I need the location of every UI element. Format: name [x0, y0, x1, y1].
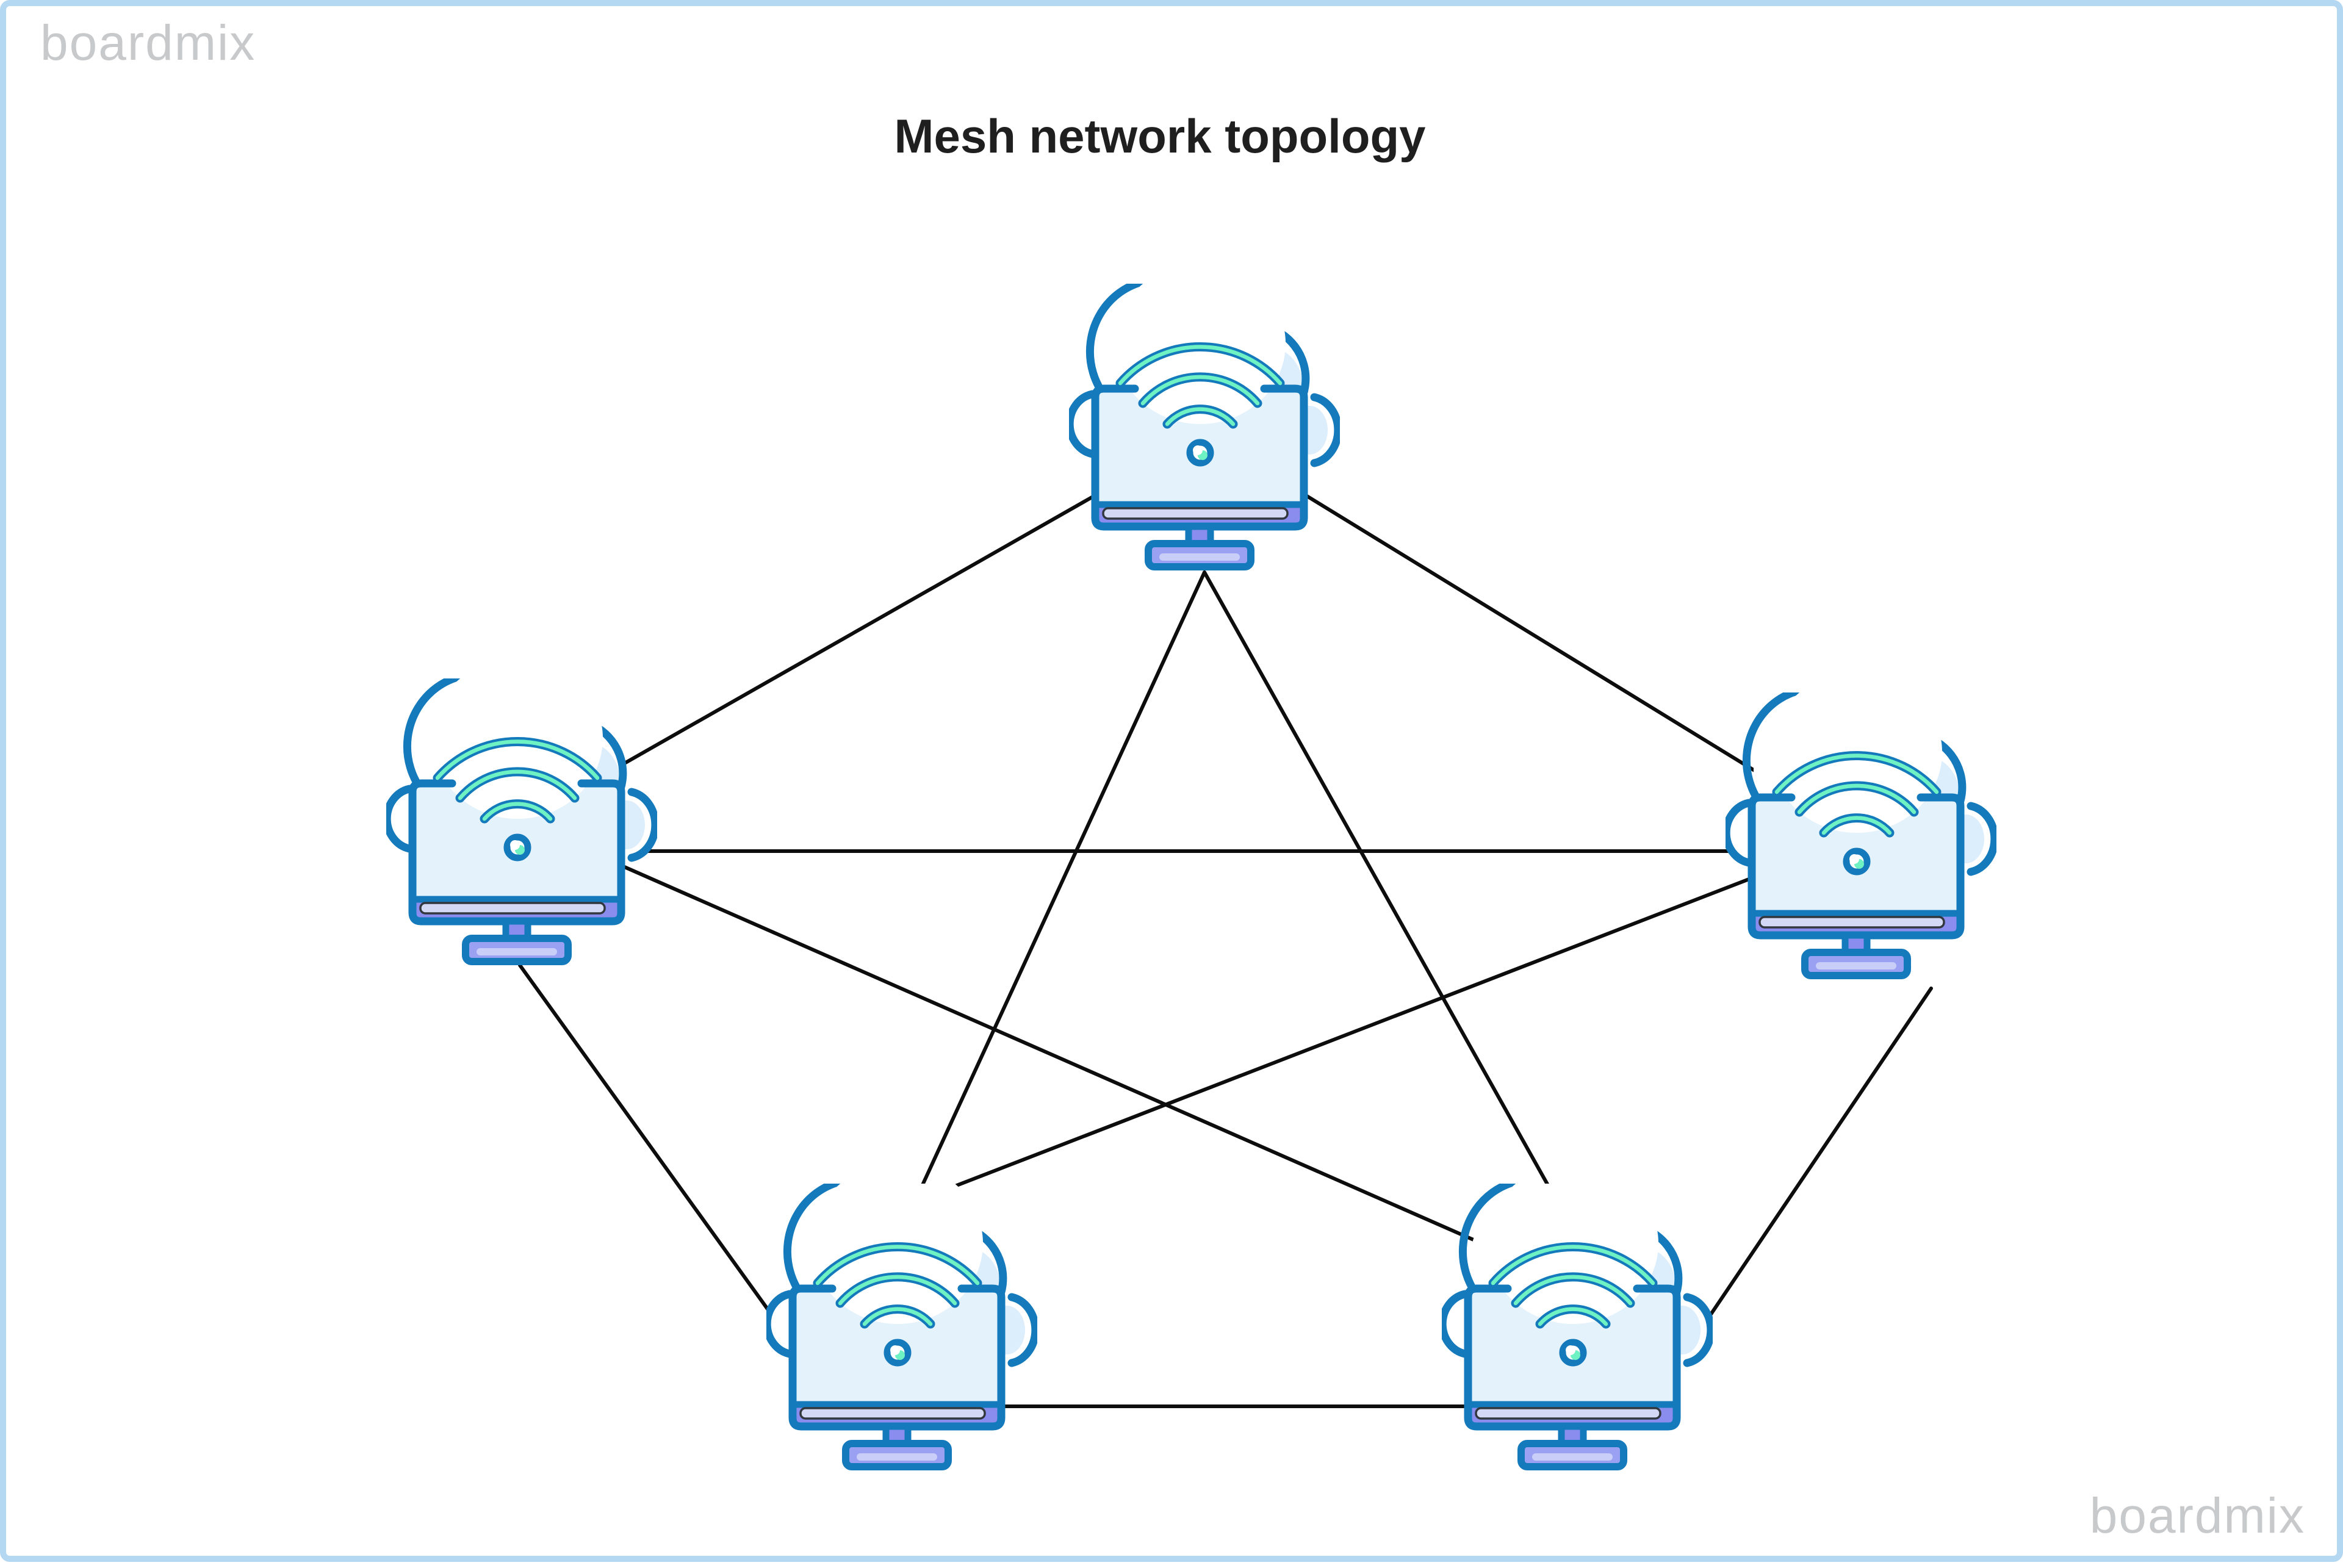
watermark-top-left: boardmix — [40, 15, 256, 71]
edge-node-top-node-bottom-right[interactable] — [1203, 570, 1588, 1256]
node-right[interactable] — [1726, 672, 1995, 976]
node-top[interactable] — [1069, 263, 1339, 567]
nodes-layer — [386, 263, 1995, 1467]
edge-node-right-node-bottom-left[interactable] — [904, 834, 1863, 1207]
cloud-wifi-computer-icon — [1726, 672, 1995, 976]
edge-node-top-node-right[interactable] — [1203, 431, 1863, 838]
cloud-wifi-computer-icon — [1069, 263, 1339, 567]
watermark-bottom-right: boardmix — [2089, 1488, 2305, 1544]
cloud-wifi-computer-icon — [766, 1163, 1036, 1467]
diagram-title[interactable]: Mesh network topology — [894, 109, 1426, 163]
edge-node-left-node-bottom-right[interactable] — [520, 820, 1521, 1262]
cloud-wifi-computer-icon — [386, 658, 656, 962]
mesh-topology-diagram — [6, 6, 2343, 1568]
edge-node-right-node-bottom-right[interactable] — [1707, 987, 1933, 1320]
edges-layer — [518, 431, 1933, 1408]
edge-node-top-node-bottom-left[interactable] — [889, 570, 1206, 1256]
node-left[interactable] — [386, 658, 656, 962]
node-bottom-right[interactable] — [1442, 1163, 1711, 1467]
edge-node-top-node-left[interactable] — [520, 431, 1206, 824]
cloud-wifi-computer-icon — [1442, 1163, 1711, 1467]
edge-node-left-node-bottom-left[interactable] — [518, 963, 778, 1323]
node-bottom-left[interactable] — [766, 1163, 1036, 1467]
